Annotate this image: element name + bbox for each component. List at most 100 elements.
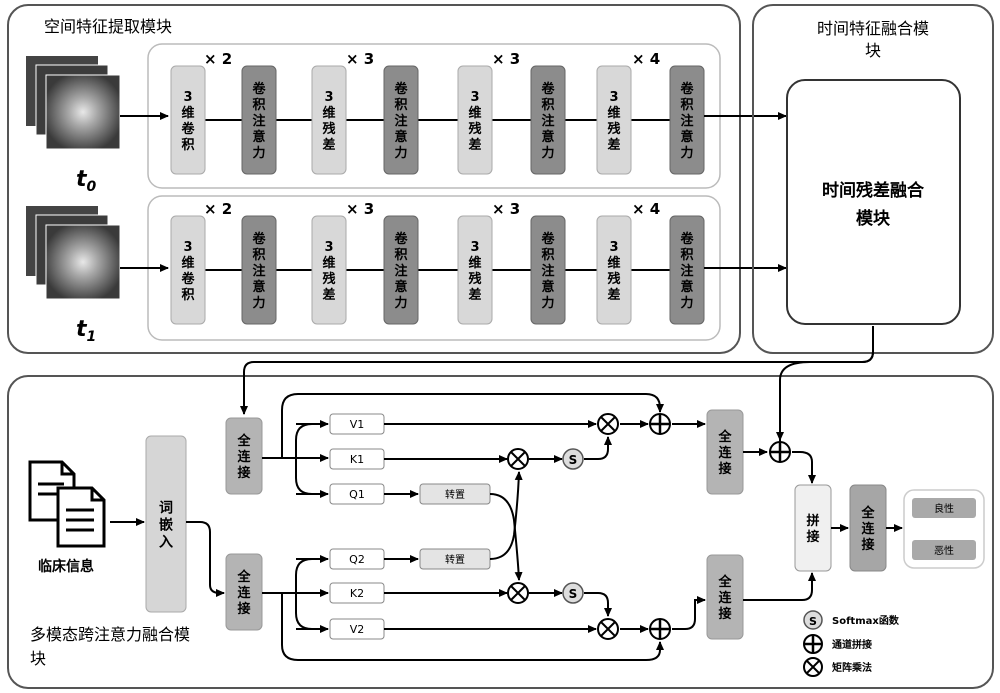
svg-text:K1: K1 [350, 453, 364, 466]
block-label-char: 差 [468, 137, 481, 153]
fc-label-char: 连 [718, 445, 732, 461]
document-icon [30, 462, 104, 546]
svg-text:K2: K2 [350, 587, 364, 600]
repeat-count-label: × 2 [204, 200, 232, 218]
block-label-char: 力 [394, 295, 407, 311]
block-label-char: 意 [394, 279, 407, 295]
block-label-char: 积 [394, 247, 407, 263]
concat-op-icon-2 [650, 619, 670, 639]
concat-op-icon-1 [650, 414, 670, 434]
matmul-op-icon-3 [598, 414, 618, 434]
block-label-char: 差 [468, 287, 481, 303]
block-label-char: 卷 [181, 121, 195, 137]
block-label-char: 卷 [680, 231, 694, 247]
block-label-char: 残 [322, 121, 335, 137]
block-label-char: 意 [252, 279, 265, 295]
block-label-char: 卷 [394, 231, 408, 247]
fc-text-label: 全连接 [236, 569, 251, 617]
block-label-char: 3 [609, 240, 618, 255]
block-label-char: 3 [324, 90, 333, 105]
clinical-info-label: 临床信息 [38, 558, 94, 575]
v1-box: V1 [330, 414, 384, 434]
fc-label-char: 接 [718, 606, 731, 622]
fc-bottom-output-label: 全连接 [717, 574, 732, 622]
svg-text:S: S [569, 587, 578, 601]
softmax-op-icon-2: S [563, 583, 583, 603]
input-label-t1: t1 [76, 317, 96, 345]
block-label-char: 积 [252, 247, 265, 263]
block-label-char: 注 [541, 263, 554, 279]
fc-label-char: 全 [236, 433, 251, 449]
block-label-char: 残 [607, 271, 620, 287]
block-label-char: 意 [252, 129, 265, 145]
repeat-count-label: × 3 [492, 200, 520, 218]
fusion-module-title-line1: 多模态跨注意力融合模 [30, 625, 190, 644]
embedding-label-char: 词 [159, 500, 173, 516]
block-label-char: 意 [394, 129, 407, 145]
transpose-bottom-box: 转置 [420, 549, 490, 569]
fc-label-char: 连 [718, 590, 732, 606]
block-label-char: 卷 [252, 81, 266, 97]
svg-text:Q1: Q1 [349, 488, 365, 501]
legend-matmul-label: 矩阵乘法 [832, 661, 872, 674]
legend: S Softmax函数 通道拼接 矩阵乘法 [804, 611, 900, 676]
block-label-char: 差 [322, 137, 335, 153]
block-label-char: 积 [680, 97, 693, 113]
fc-label-char: 连 [861, 521, 875, 537]
block-label-char: 意 [680, 279, 693, 295]
block-label-char: 积 [181, 137, 194, 153]
svg-text:V1: V1 [350, 418, 365, 431]
embedding-label-char: 入 [159, 534, 173, 550]
block-label-char: 维 [322, 105, 335, 121]
temporal-residual-block [787, 80, 960, 324]
transpose-top-box: 转置 [420, 484, 490, 504]
repeat-count-label: × 3 [346, 50, 374, 68]
block-label-char: 维 [607, 105, 620, 121]
block-label-char: 3 [183, 90, 192, 105]
block-label-char: 意 [680, 129, 693, 145]
svg-text:S: S [809, 615, 817, 628]
fusion-module-title-line2: 块 [30, 649, 46, 668]
block-label-char: 残 [607, 121, 620, 137]
fc-label-char: 全 [236, 569, 251, 585]
temporal-module-title-line2: 块 [865, 41, 881, 60]
block-label-char: 卷 [181, 271, 195, 287]
repeat-count-label: × 4 [632, 50, 660, 68]
block-label-char: 维 [468, 105, 481, 121]
fc-final-label: 全连接 [860, 505, 875, 553]
fc-label-char: 接 [237, 465, 250, 481]
svg-text:Q2: Q2 [349, 553, 365, 566]
block-label-char: 维 [181, 105, 194, 121]
block-label-char: 注 [680, 263, 693, 279]
legend-softmax-label: Softmax函数 [832, 614, 900, 627]
temporal-residual-label-line1: 时间残差融合 [822, 180, 925, 201]
block-label-char: 卷 [680, 81, 694, 97]
block-label-char: 力 [680, 145, 693, 161]
svg-text:V2: V2 [350, 623, 365, 636]
block-label-char: 力 [252, 295, 265, 311]
embedding-label-char: 嵌 [159, 516, 173, 533]
block-label-char: 3 [324, 240, 333, 255]
block-label-char: 卷 [541, 81, 555, 97]
matmul-op-icon-1 [508, 449, 528, 469]
fc-image-label: 全连接 [236, 433, 251, 481]
repeat-count-label: × 4 [632, 200, 660, 218]
concat-label-char: 拼 [806, 513, 819, 529]
block-label-char: 差 [322, 287, 335, 303]
v2-box: V2 [330, 619, 384, 639]
legend-softmax-icon: S [804, 611, 822, 629]
block-label-char: 积 [680, 247, 693, 263]
block-label-char: 注 [394, 263, 407, 279]
block-label-char: 差 [607, 287, 620, 303]
block-label-char: 注 [394, 113, 407, 129]
block-label-char: 注 [252, 113, 265, 129]
legend-concat-icon [804, 635, 822, 653]
block-label-char: 力 [541, 295, 554, 311]
block-label-char: 注 [541, 113, 554, 129]
fc-label-char: 连 [237, 585, 251, 601]
temporal-residual-label-line2: 模块 [856, 208, 891, 229]
block-label-char: 残 [468, 121, 481, 137]
k1-box: K1 [330, 449, 384, 469]
matmul-op-icon-2 [508, 583, 528, 603]
